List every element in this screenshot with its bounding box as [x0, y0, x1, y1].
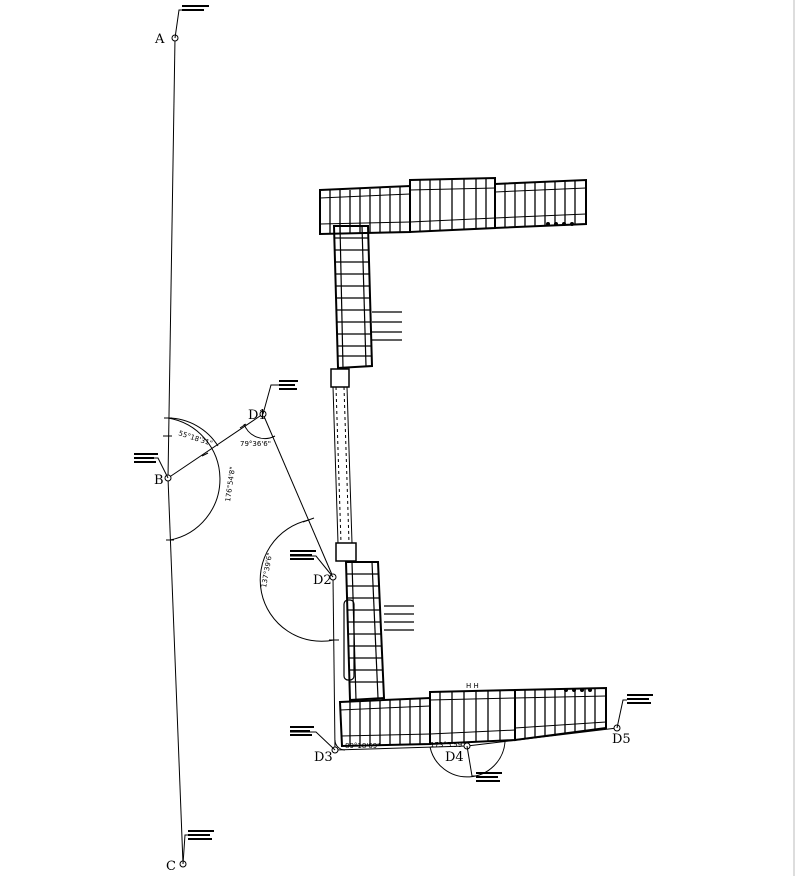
line-d1-d2 [262, 413, 334, 578]
angle-label-d4: 173°5'59" [430, 741, 465, 749]
building-plan [319, 176, 607, 748]
label-point-d2: D2 [313, 573, 332, 588]
arc-d4 [429, 741, 506, 778]
building-label: H H [466, 682, 479, 690]
line-d3-d4 [334, 745, 468, 751]
arc-b-large [167, 417, 221, 541]
label-point-d1: D1 [248, 408, 267, 423]
arc-b-small [167, 417, 219, 447]
note-blocks [134, 5, 653, 840]
angle-label-d3: 89°18'69" [345, 742, 380, 750]
line-b-d1 [167, 413, 264, 479]
label-point-d3: D3 [314, 750, 333, 765]
angle-label-d2: 137°39'6" [260, 552, 274, 588]
label-point-b: B [154, 473, 164, 488]
arc-d3 [334, 739, 346, 751]
bottom-wing-grid [349, 688, 596, 746]
angle-label-d1: 79°36'6" [240, 440, 271, 448]
label-point-c: C [166, 859, 176, 874]
label-point-d5: D5 [612, 732, 631, 747]
line-b-c [167, 477, 184, 865]
top-wing-grid [329, 178, 576, 234]
label-point-d4: D4 [445, 750, 464, 765]
right-frame-edge [793, 0, 795, 876]
label-point-a: A [154, 32, 165, 47]
line-a-b [167, 37, 176, 479]
angle-label-b-small: 55°18'31" [177, 429, 213, 448]
arc-d1 [243, 423, 276, 440]
angle-label-b-large: 176°54'8" [224, 466, 237, 502]
arc-d2 [259, 519, 335, 642]
line-d2-d3 [332, 576, 336, 751]
